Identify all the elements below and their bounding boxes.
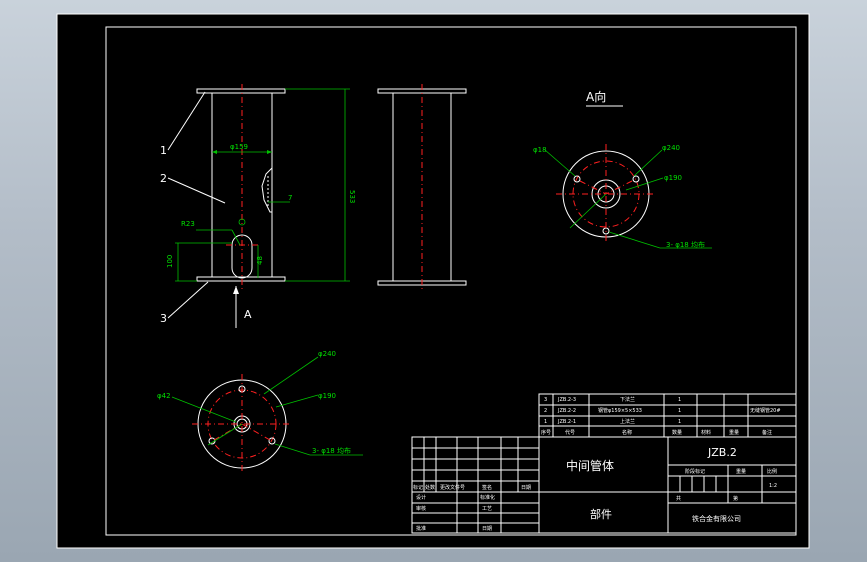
callout-1: 1 <box>160 144 167 157</box>
weight-label: 重量 <box>736 468 746 475</box>
view-a-flange <box>544 144 712 249</box>
bom-header-name: 名称 <box>622 429 632 436</box>
dim-hole-dia-top: φ18 <box>533 146 547 154</box>
bom-name-3: 下法兰 <box>620 396 635 403</box>
dim-height: 533 <box>348 190 356 203</box>
rev-label-mark: 标记 <box>413 484 423 491</box>
bom-seq-3: 3 <box>544 397 547 403</box>
drawing-number: JZB.2 <box>707 446 737 459</box>
note-holes-top: 3- φ18 均布 <box>666 240 705 249</box>
dim-detail-7: 7 <box>288 194 292 202</box>
bom-name-2: 钢管φ159×5×533 <box>598 407 642 414</box>
bom-seq-2: 2 <box>544 408 547 414</box>
bom-code-2: JZB.2-2 <box>557 408 576 414</box>
rev-label-count: 处数 <box>425 484 435 491</box>
bom-qty-2: 1 <box>678 408 681 414</box>
part-name: 中间管体 <box>566 458 614 473</box>
scale-label: 比例 <box>767 468 777 475</box>
view-arrow-label: A <box>244 308 252 321</box>
sheets-label: 共 <box>676 495 681 502</box>
bottom-flange <box>196 276 286 282</box>
part-category: 部件 <box>590 507 612 521</box>
note-holes-bottom: 3- φ18 均布 <box>312 446 351 455</box>
drawing-frame <box>105 26 797 536</box>
dim-outer-bottom: φ240 <box>318 350 336 358</box>
front-view <box>167 84 350 328</box>
dim-outer-top: φ240 <box>662 144 680 152</box>
dim-slot-width: 48 <box>256 256 264 265</box>
bom-seq-1: 1 <box>544 419 547 425</box>
sign-review: 审核 <box>416 505 426 512</box>
bom-name-1: 上法兰 <box>620 418 635 425</box>
callout-2: 2 <box>160 172 167 185</box>
company-name: 铁合金有限公司 <box>692 514 741 523</box>
dim-hole-dia-bottom: φ42 <box>157 392 171 400</box>
dim-pcd-bottom: φ190 <box>318 392 336 400</box>
bom-qty-1: 1 <box>678 419 681 425</box>
slot-opening <box>231 234 253 279</box>
bom-header-note: 备注 <box>762 429 772 436</box>
bom-header-seq: 序号 <box>541 429 551 436</box>
bom-header-code: 代号 <box>565 429 575 436</box>
bom-header-weight: 重量 <box>729 429 739 436</box>
bom-code-3: JZB.2-3 <box>557 397 576 403</box>
sign-date: 日期 <box>482 526 492 532</box>
rev-label-date: 日期 <box>521 485 531 491</box>
callout-3: 3 <box>160 312 167 325</box>
dim-pcd-top: φ190 <box>664 174 682 182</box>
sign-standard: 标准化 <box>480 494 495 501</box>
dim-radius: R23 <box>181 220 195 228</box>
sheet-label: 第 <box>733 495 738 502</box>
rev-label-sign: 签名 <box>482 484 492 491</box>
scale-value: 1:2 <box>769 483 777 489</box>
side-bracket <box>261 167 273 213</box>
sign-approve: 批准 <box>416 525 426 532</box>
sign-process: 工艺 <box>482 506 492 512</box>
dim-pipe-dia: φ159 <box>230 143 248 151</box>
bom-header-qty: 数量 <box>672 429 682 436</box>
sign-design: 设计 <box>416 494 426 501</box>
rev-label-file: 更改文件号 <box>440 484 465 491</box>
dim-slot-height: 100 <box>166 255 174 268</box>
title-block <box>411 436 797 534</box>
top-flange <box>196 88 286 94</box>
bottom-flange-view <box>171 356 363 474</box>
bom-qty-3: 1 <box>678 397 681 403</box>
stage-label: 阶段标记 <box>685 468 705 475</box>
bom-code-1: JZB.2-1 <box>557 419 576 425</box>
bom-header-material: 材料 <box>701 429 711 436</box>
view-a-title: A向 <box>586 89 606 104</box>
side-view <box>377 84 467 292</box>
bom-note-2: 无缝钢管20# <box>750 407 781 414</box>
